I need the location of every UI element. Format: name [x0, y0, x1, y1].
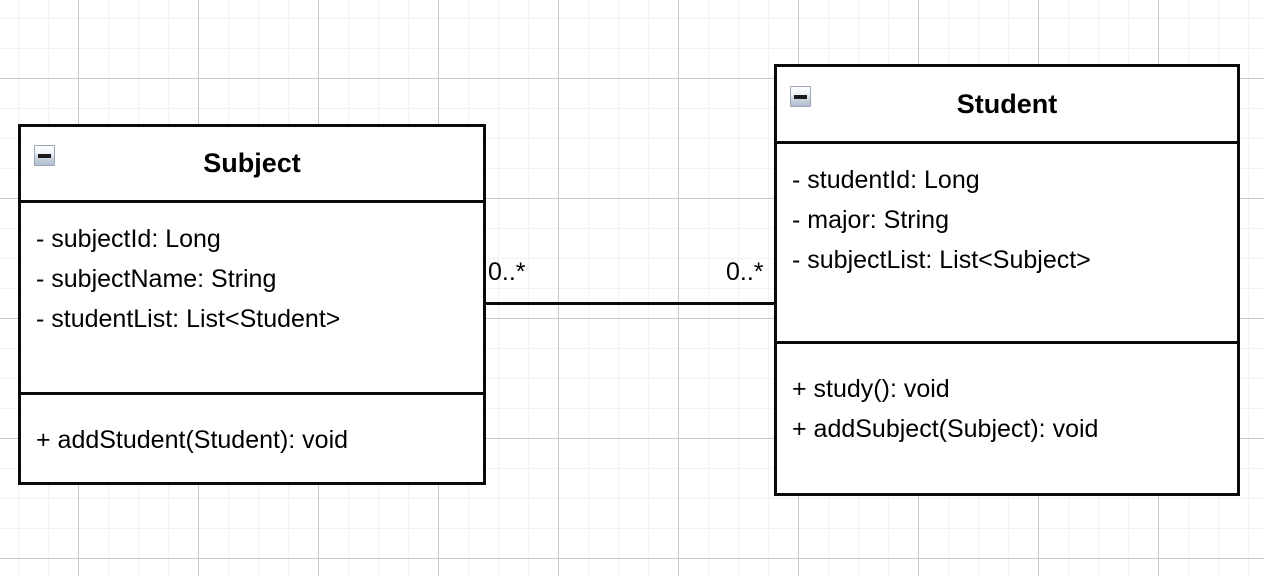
uml-attribute: - subjectName: String — [36, 265, 277, 293]
uml-class-student-attributes: - studentId: Long - major: String - subj… — [777, 144, 1237, 345]
uml-class-subject-title: Subject — [203, 148, 301, 178]
uml-method: + addStudent(Student): void — [36, 426, 349, 454]
association-line[interactable] — [484, 302, 776, 305]
uml-attribute: - major: String — [792, 206, 949, 234]
uml-class-student-methods: + study(): void + addSubject(Subject): v… — [777, 344, 1237, 493]
association-target-multiplicity: 0..* — [726, 258, 764, 286]
uml-attribute: - studentList: List<Student> — [36, 305, 341, 333]
association-source-multiplicity: 0..* — [488, 258, 526, 286]
minus-icon[interactable] — [34, 145, 55, 166]
uml-method: + addSubject(Subject): void — [792, 415, 1099, 444]
uml-class-subject-methods: + addStudent(Student): void — [21, 395, 483, 479]
uml-attribute: - studentId: Long — [792, 166, 980, 194]
uml-class-student[interactable]: Student - studentId: Long - major: Strin… — [774, 64, 1240, 496]
minus-icon[interactable] — [790, 86, 811, 107]
uml-attribute: - subjectList: List<Subject> — [792, 246, 1091, 274]
uml-class-subject-attributes: - subjectId: Long - subjectName: String … — [21, 203, 483, 395]
minus-bar — [38, 153, 51, 158]
uml-class-student-title: Student — [956, 88, 1058, 119]
uml-class-subject[interactable]: Subject - subjectId: Long - subjectName:… — [18, 124, 486, 485]
minus-bar — [794, 94, 807, 99]
uml-class-subject-header: Subject — [21, 127, 483, 203]
uml-attribute: - subjectId: Long — [36, 225, 221, 253]
uml-method: + study(): void — [792, 375, 950, 404]
uml-class-student-header: Student — [777, 67, 1237, 144]
